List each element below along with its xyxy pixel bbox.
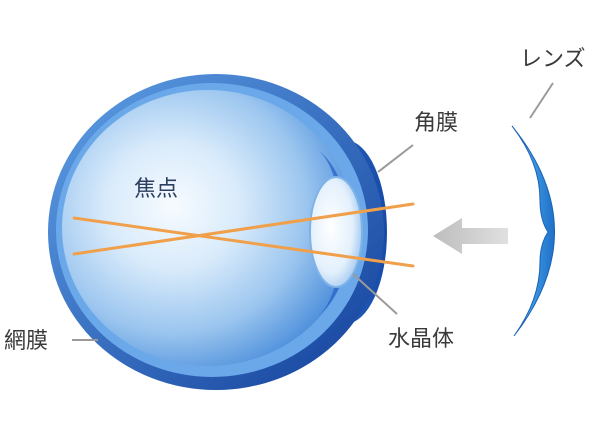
light-ray-upper: [72, 202, 415, 256]
eyeball: [48, 74, 387, 390]
left-arrow-icon: [433, 218, 508, 254]
cornea-leader-line: [377, 144, 414, 173]
contact-lens: [511, 125, 555, 337]
lens-label: レンズ: [520, 47, 586, 72]
leader-lines: [72, 82, 554, 341]
vitreous-body: [62, 90, 354, 366]
lens-leader-line: [529, 82, 554, 119]
light-ray-lower: [72, 216, 415, 268]
retina-label: 網膜: [4, 329, 48, 354]
crystalline-lens: [309, 176, 363, 288]
crystalline-lens-label: 水晶体: [388, 327, 454, 352]
focus-label: 焦点: [134, 177, 178, 202]
cornea-label: 角膜: [414, 111, 458, 136]
crystalline-lens-leader-line: [352, 273, 398, 315]
light-rays: [72, 202, 415, 268]
